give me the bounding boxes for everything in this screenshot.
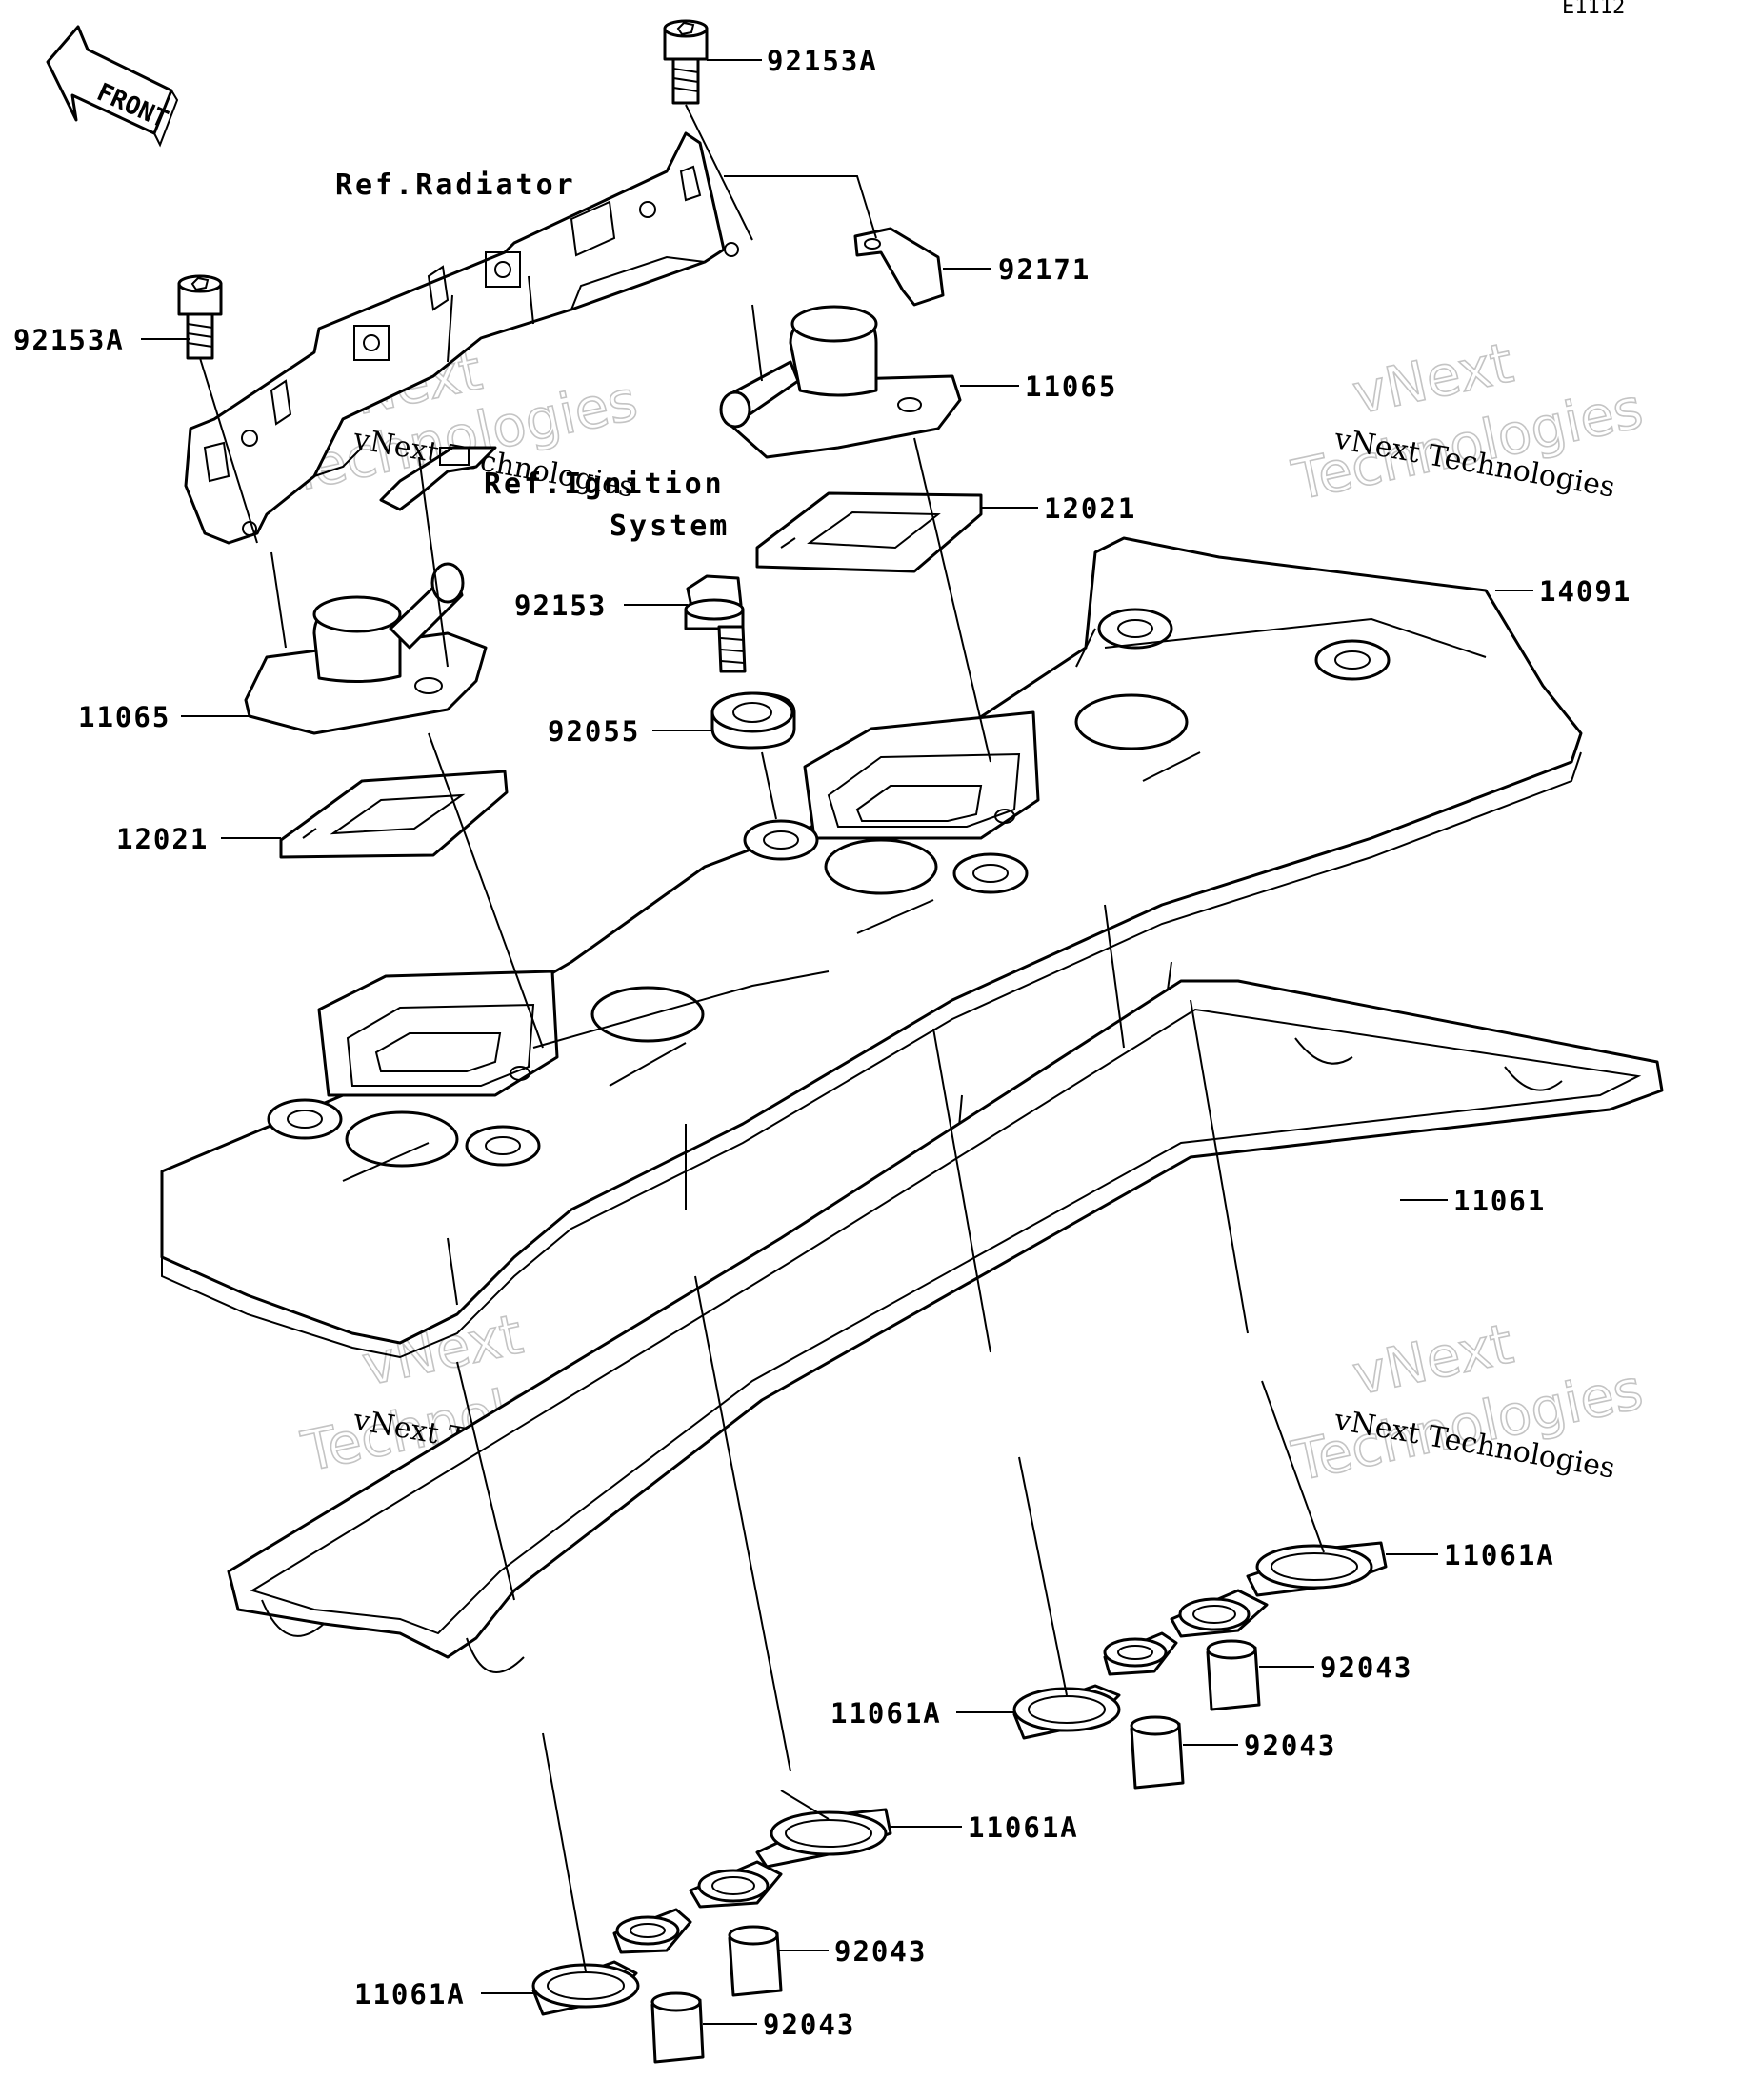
callout-11061a-3: 11061A (968, 1811, 1079, 1844)
plug-gasket-set-left (531, 1808, 892, 2064)
callout-11061a-4: 11061A (354, 1978, 466, 2010)
bolt-left (177, 274, 223, 360)
callout-92043-1: 92043 (1320, 1651, 1412, 1684)
breather-cover-right (719, 305, 962, 459)
callout-92153a-left: 92153A (13, 324, 125, 356)
callout-11061a-2: 11061A (830, 1697, 942, 1730)
clamp-92171 (853, 227, 945, 307)
callout-11061: 11061 (1453, 1185, 1546, 1217)
callout-92153a-top: 92153A (767, 45, 878, 77)
callout-12021-right: 12021 (1044, 492, 1136, 525)
callout-92043-4: 92043 (763, 2009, 855, 2041)
breather-cover-left (244, 562, 488, 735)
bolt-center (684, 574, 747, 673)
callout-11061a-1: 11061A (1444, 1539, 1555, 1571)
cover-gasket (227, 979, 1664, 1673)
callout-92043-2: 92043 (1244, 1730, 1336, 1762)
assembly-lines (199, 104, 1325, 1972)
ref-radiator-note: Ref.Radiator (335, 169, 576, 202)
gasket-left (279, 770, 509, 859)
radiator-bracket (184, 131, 739, 545)
callout-92043-3: 92043 (834, 1935, 927, 1968)
cylinder-head-cover (160, 536, 1583, 1359)
callout-92055: 92055 (548, 715, 640, 748)
callout-11065-right: 11065 (1025, 370, 1117, 403)
leader-lines (141, 59, 1533, 2025)
callout-12021-left: 12021 (116, 823, 209, 855)
bolt-top (663, 19, 709, 105)
gasket-right (755, 491, 983, 573)
ref-ignition-note: Ref.Ignition (484, 468, 725, 501)
callout-92153: 92153 (514, 590, 607, 622)
diagram-code: E1112 (1562, 0, 1625, 19)
washer-92055 (710, 691, 796, 750)
callout-11065-left: 11065 (78, 701, 170, 733)
callout-labels: 92153A 92153A 92171 11065 12021 14091 92… (13, 45, 1631, 2041)
front-arrow-icon: FRONT (46, 25, 179, 148)
ignition-bracket (379, 446, 497, 511)
plug-gasket-set-right (1012, 1541, 1388, 1790)
callout-14091: 14091 (1539, 575, 1631, 608)
ref-ignition-note-line2: System (610, 510, 730, 543)
callout-92171: 92171 (998, 253, 1091, 286)
